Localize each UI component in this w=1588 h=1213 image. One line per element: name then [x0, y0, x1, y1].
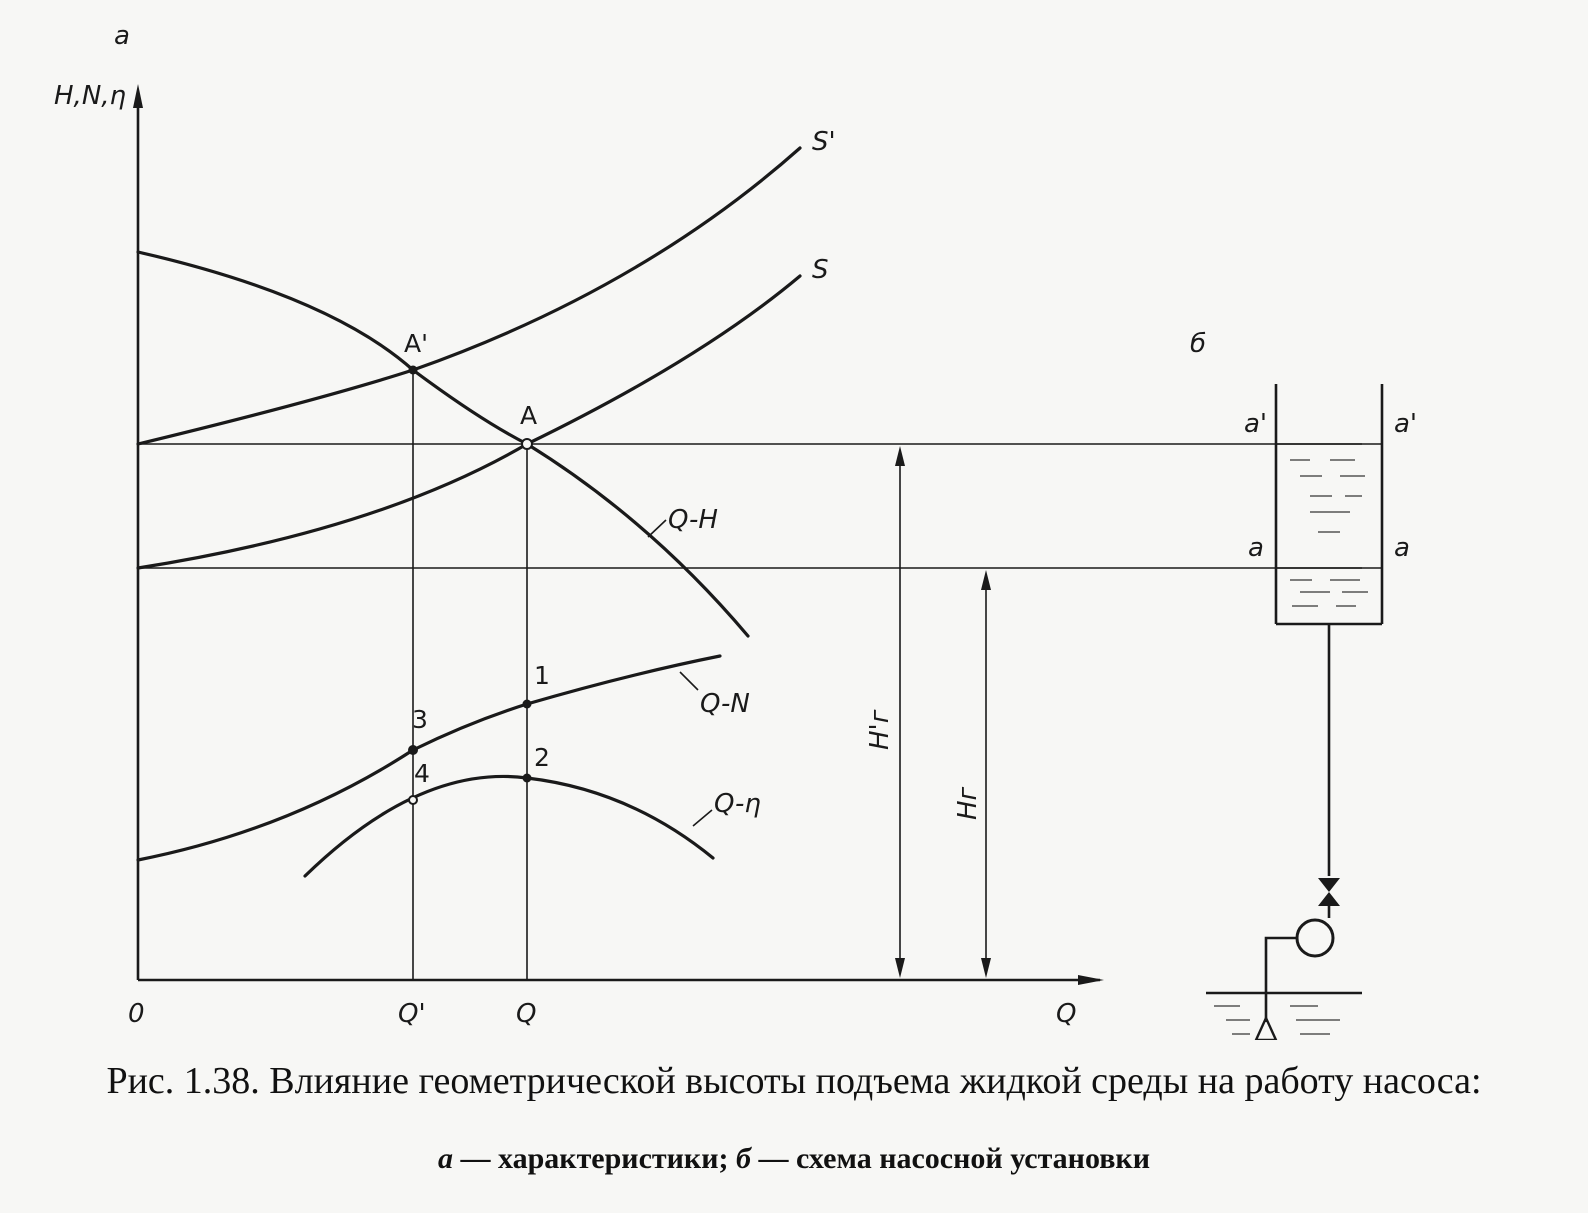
label-q-h: Q-H	[668, 505, 718, 535]
label-level-upper-right: a'	[1394, 409, 1417, 439]
pump-installation-schematic	[1206, 384, 1384, 1040]
label-q-n: Q-N	[700, 689, 750, 719]
label-point-4: 4	[414, 759, 430, 788]
point-2	[522, 773, 532, 783]
caption-a-text: — характеристики;	[453, 1142, 736, 1175]
foot-valve-icon	[1254, 1015, 1278, 1040]
hg-dimension	[974, 570, 998, 981]
hg-prime-dimension	[888, 446, 912, 981]
panel-b-label: б	[1190, 329, 1206, 359]
tick-q-prime: Q'	[398, 999, 426, 1029]
label-level-lower-left: a	[1248, 533, 1264, 563]
label-hg: Hг	[953, 786, 983, 820]
label-level-lower-right: a	[1394, 533, 1410, 563]
label-a: A	[520, 401, 537, 430]
leader-q-n	[679, 671, 699, 691]
point-1	[522, 699, 532, 709]
y-axis-label: H,N,η	[54, 81, 126, 111]
figure-caption-legend: а — характеристики; б — схема насосной у…	[0, 1142, 1588, 1176]
curve-s-prime	[136, 146, 802, 446]
label-a-prime: A'	[404, 329, 428, 358]
tick-q: Q	[516, 999, 536, 1029]
tank	[1274, 384, 1384, 626]
point-a-prime	[408, 365, 418, 375]
label-point-2: 2	[534, 743, 550, 772]
panel-a-label: а	[114, 21, 130, 51]
origin-label: 0	[128, 999, 145, 1029]
curve-s	[136, 274, 802, 570]
point-4	[408, 795, 418, 805]
valve-icon	[1318, 878, 1340, 906]
curve-q-n	[136, 654, 722, 862]
caption-a-letter: а	[438, 1142, 453, 1175]
point-3	[408, 745, 418, 755]
label-s: S	[812, 255, 829, 285]
curve-q-h	[136, 250, 750, 638]
caption-b-text: — схема насосной установки	[750, 1142, 1150, 1175]
label-s-prime: S'	[812, 127, 836, 157]
label-q-eta: Q-η	[714, 789, 761, 819]
leader-q-eta	[692, 809, 713, 827]
pump-characteristics-figure: а б H,N,η Q 0 Q' Q S' S Q-H Q-N Q-η A' A…	[54, 21, 1417, 1040]
label-point-3: 3	[412, 705, 428, 734]
label-hg-prime: H'г	[865, 709, 895, 750]
axes	[133, 84, 1104, 985]
label-level-upper-left: a'	[1244, 409, 1267, 439]
x-axis-label: Q	[1056, 999, 1076, 1029]
figure-caption-title: Рис. 1.38. Влияние геометрической высоты…	[106, 1060, 1482, 1102]
label-point-1: 1	[534, 661, 550, 690]
pump-icon	[1295, 918, 1335, 958]
caption-b-letter: б	[736, 1142, 751, 1175]
curve-q-eta	[303, 774, 715, 878]
suction-pipe	[1264, 936, 1297, 1022]
leader-q-h	[647, 519, 667, 538]
point-a	[521, 438, 533, 450]
